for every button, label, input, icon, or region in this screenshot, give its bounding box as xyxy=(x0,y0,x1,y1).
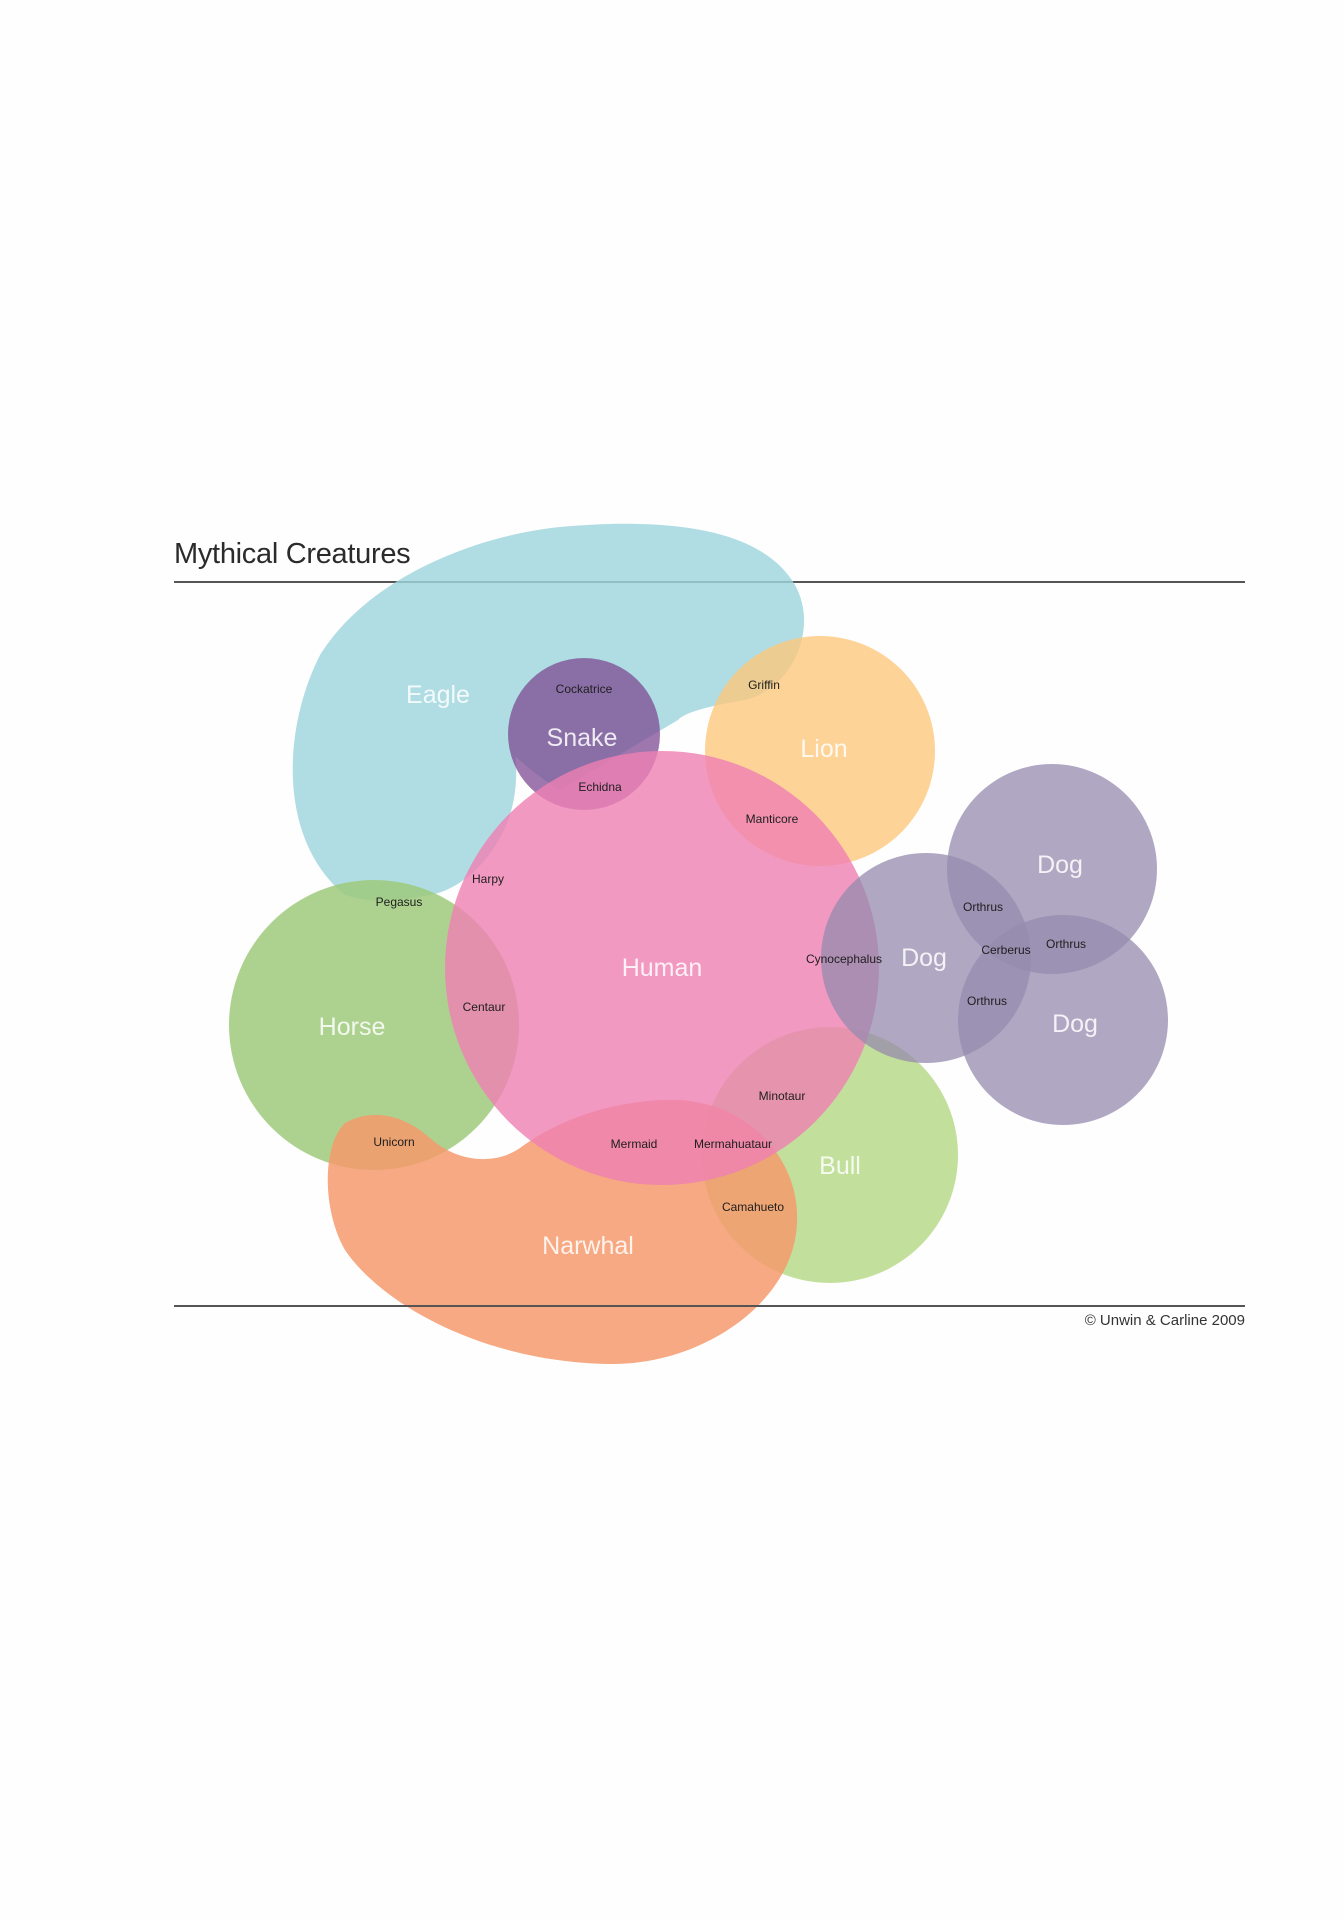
harpy-label: Harpy xyxy=(472,872,504,886)
camahueto-label: Camahueto xyxy=(722,1200,784,1214)
snake-label: Snake xyxy=(547,724,618,752)
narwhal-label: Narwhal xyxy=(542,1232,634,1260)
dog-shape-3 xyxy=(958,915,1168,1125)
cynocephalus-label: Cynocephalus xyxy=(806,952,882,966)
bull-label: Bull xyxy=(819,1152,861,1180)
eagle-label: Eagle xyxy=(406,681,470,709)
griffin-label: Griffin xyxy=(748,678,780,692)
centaur-label: Centaur xyxy=(463,1000,506,1014)
dog-label-1: Dog xyxy=(1037,851,1083,879)
human-shape xyxy=(445,751,879,1185)
dog-label-3: Dog xyxy=(1052,1010,1098,1038)
dog-label-2: Dog xyxy=(901,944,947,972)
horse-label: Horse xyxy=(319,1013,386,1041)
unicorn-label: Unicorn xyxy=(373,1135,414,1149)
orthrus-label-2: Orthrus xyxy=(1046,937,1086,951)
human-label: Human xyxy=(622,954,703,982)
orthrus-label-1: Orthrus xyxy=(963,900,1003,914)
mermahuataur-label: Mermahuataur xyxy=(694,1137,772,1151)
mermaid-label: Mermaid xyxy=(611,1137,658,1151)
diagram-title: Mythical Creatures xyxy=(174,538,411,570)
bottom-rule xyxy=(174,1305,1245,1307)
manticore-label: Manticore xyxy=(746,812,799,826)
copyright-credit: © Unwin & Carline 2009 xyxy=(1084,1312,1245,1329)
minotaur-label: Minotaur xyxy=(759,1089,806,1103)
lion-label: Lion xyxy=(800,735,847,763)
pegasus-label: Pegasus xyxy=(376,895,423,909)
echidna-label: Echidna xyxy=(578,780,622,794)
cockatrice-label: Cockatrice xyxy=(556,682,613,696)
orthrus-label-3: Orthrus xyxy=(967,994,1007,1008)
cerberus-label: Cerberus xyxy=(981,943,1030,957)
